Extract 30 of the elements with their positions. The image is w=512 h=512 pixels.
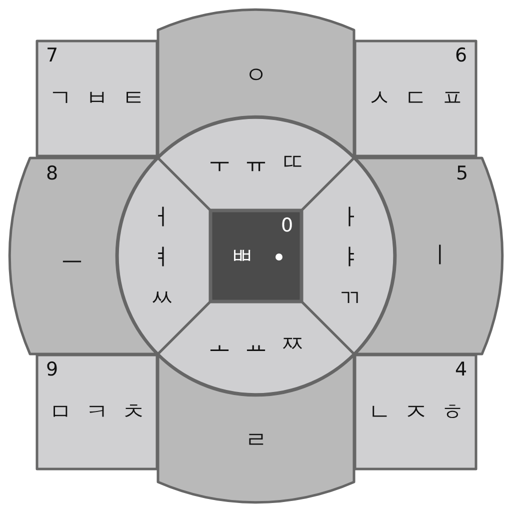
key-segment bbox=[158, 355, 354, 502]
key-letters: ㅃ bbox=[230, 246, 254, 268]
key-number: 7 bbox=[46, 46, 58, 66]
key-number: 6 bbox=[454, 46, 468, 66]
key-box bbox=[354, 354, 477, 470]
key-box bbox=[36, 354, 158, 470]
key-number: 9 bbox=[46, 360, 58, 380]
key-letters: ㅡ bbox=[60, 246, 84, 268]
key-segment bbox=[158, 10, 354, 157]
key-number: 4 bbox=[454, 360, 468, 380]
key-letters: ㅅ ㄷ ㅍ bbox=[368, 88, 464, 110]
key-segment bbox=[117, 158, 210, 354]
key-letters: ㅜ ㅠ ㄸ bbox=[208, 152, 304, 174]
key-letters: ㅇ bbox=[244, 64, 268, 88]
key-letters: ㄱ ㅂ ㅌ bbox=[49, 88, 145, 110]
key-letters: ㅣ bbox=[428, 244, 452, 268]
key-letters: ㅁ ㅋ ㅊ bbox=[49, 402, 145, 424]
key-number: 5 bbox=[456, 164, 468, 184]
key-letters: ㅗ ㅛ ㅉ bbox=[208, 334, 304, 356]
key-number: 0 bbox=[280, 216, 294, 236]
key-letters: ㄹ bbox=[244, 430, 268, 452]
key-letters: ㄴ ㅈ ㅎ bbox=[368, 402, 464, 424]
key-box bbox=[354, 40, 477, 157]
key-segment bbox=[158, 302, 354, 395]
key-letters: ㅏㅑㄲ bbox=[338, 204, 362, 314]
key-box bbox=[36, 40, 158, 157]
key-number: 8 bbox=[46, 164, 58, 184]
center-key bbox=[210, 210, 302, 302]
key-segment bbox=[302, 158, 395, 354]
key-letters: ㅓㅕㅆ bbox=[150, 204, 174, 314]
